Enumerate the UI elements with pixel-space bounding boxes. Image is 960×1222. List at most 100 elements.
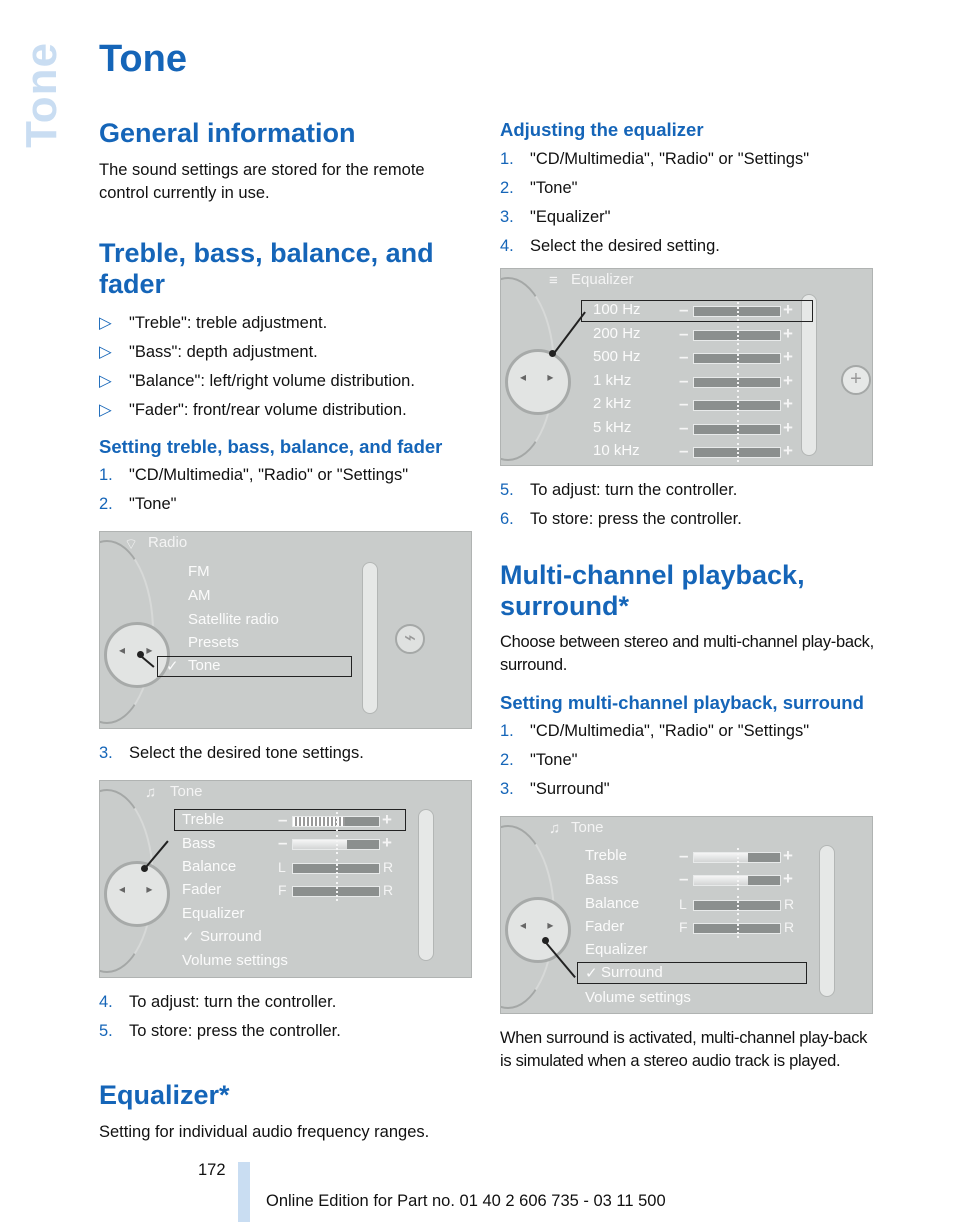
list-item: 5. To store: press the controller. xyxy=(99,1020,474,1042)
minus-icon: – xyxy=(278,810,288,829)
step-text: "Tone" xyxy=(530,179,578,197)
steps-list: 5.To adjust: turn the controller. 6.To s… xyxy=(500,479,875,530)
eq-band-slider xyxy=(693,443,781,462)
fader-front-label: F xyxy=(679,919,688,935)
heading-adjust-equalizer: Adjusting the equalizer xyxy=(500,119,704,140)
eq-band-slider xyxy=(693,325,781,345)
treble-slider xyxy=(693,848,781,867)
heading-multichannel: Multi-channel playback, surround* xyxy=(500,560,805,621)
heading-setting-multichannel: Setting multi-channel playback, surround xyxy=(500,692,864,713)
row-bass: Bass xyxy=(182,835,216,852)
left-column: General information The sound settings a… xyxy=(99,118,474,1144)
balance-right-label: R xyxy=(784,896,795,912)
minus-icon: – xyxy=(679,370,689,390)
row-volume: Volume settings xyxy=(585,989,691,1006)
multichannel-paragraph: Choose between stereo and multi-channel … xyxy=(500,633,874,674)
surround-menu-screenshot: ◂ ▸ ♫ Tone Treble Bass Balance Fader Equ… xyxy=(500,816,873,1014)
step-number: 4. xyxy=(500,237,514,255)
eq-band-label: 1 kHz xyxy=(593,371,632,389)
heading-general: General information xyxy=(99,118,356,148)
list-item: 6.To store: press the controller. xyxy=(500,508,875,530)
row-fader: Fader xyxy=(182,881,222,898)
plus-button-icon: + xyxy=(841,365,871,395)
fader-rear-label: R xyxy=(784,919,795,935)
tone-icon: ♫ xyxy=(549,820,561,837)
list-item: 1."CD/Multimedia", "Radio" or "Settings" xyxy=(500,720,875,742)
plus-icon: + xyxy=(783,323,793,343)
equalizer-paragraph: Setting for individual audio frequency r… xyxy=(99,1123,430,1141)
step-number: 1. xyxy=(99,466,113,484)
menu-item-am: AM xyxy=(188,587,211,604)
bass-slider xyxy=(693,871,781,890)
step-number: 3. xyxy=(500,208,514,226)
step-number: 5. xyxy=(99,1022,113,1040)
minus-icon: – xyxy=(679,846,689,865)
eq-band-label: 2 kHz xyxy=(593,395,632,412)
bullet-text: "Fader": front/rear volume distribution. xyxy=(129,401,407,419)
minus-icon: – xyxy=(679,417,689,437)
radio-menu-screenshot: ◂ ▸ ⌁ ⌔ Radio FM AM Satellite radio Pres… xyxy=(99,531,472,729)
treble-slider xyxy=(292,812,380,831)
step-text: To store: press the controller. xyxy=(129,1022,341,1040)
row-balance: Balance xyxy=(182,858,237,875)
fader-slider xyxy=(292,882,380,901)
plus-icon: + xyxy=(783,370,793,390)
step-text: "Tone" xyxy=(129,495,177,513)
screen-header: Tone xyxy=(170,783,203,800)
row-bass: Bass xyxy=(585,871,619,888)
row-equalizer: Equalizer xyxy=(585,941,648,958)
triangle-bullet-icon: ▷ xyxy=(99,372,112,390)
step-text: "CD/Multimedia", "Radio" or "Settings" xyxy=(530,150,810,168)
bullet-text: "Treble": treble adjustment. xyxy=(129,314,328,332)
steps-list: 1. "CD/Multimedia", "Radio" or "Settings"… xyxy=(99,464,474,515)
leader-line xyxy=(553,311,586,354)
list-item: ▷"Fader": front/rear volume distribution… xyxy=(99,399,474,421)
minus-icon: – xyxy=(679,300,689,319)
screen-header: Radio xyxy=(148,534,188,551)
antenna-icon: ⌔ xyxy=(124,536,139,553)
step-text: "CD/Multimedia", "Radio" or "Settings" xyxy=(129,466,409,484)
check-icon: ✓ xyxy=(166,658,179,675)
equalizer-icon: ≡ xyxy=(549,272,558,289)
fader-slider xyxy=(693,919,781,938)
row-fader: Fader xyxy=(585,918,625,935)
eq-band-slider xyxy=(693,372,781,392)
step-text: "Surround" xyxy=(530,780,610,798)
plus-icon: + xyxy=(783,846,793,865)
steps-list: 3.Select the desired tone settings. xyxy=(99,742,474,764)
eq-band-label: 200 Hz xyxy=(593,324,641,342)
general-paragraph: The sound settings are stored for the re… xyxy=(99,161,425,202)
step-number: 6. xyxy=(500,510,514,528)
list-item: 5.To adjust: turn the controller. xyxy=(500,479,875,501)
row-treble: Treble xyxy=(585,847,627,864)
selection-highlight xyxy=(577,962,807,984)
list-item: 3.Select the desired tone settings. xyxy=(99,742,474,764)
plus-icon: + xyxy=(783,869,793,888)
step-number: 2. xyxy=(99,495,113,513)
balance-slider xyxy=(693,896,781,915)
eq-band-slider xyxy=(693,396,781,415)
plus-icon: + xyxy=(783,417,793,437)
scroll-rail xyxy=(801,294,817,456)
eq-band-label: 500 Hz xyxy=(593,348,641,365)
scroll-rail xyxy=(819,845,835,997)
list-item: 4.Select the desired setting. xyxy=(500,235,875,257)
plus-icon: + xyxy=(382,810,392,829)
minus-icon: – xyxy=(679,441,689,460)
plus-icon: + xyxy=(382,833,392,852)
settings-bullet-list: ▷"Treble": treble adjustment. ▷"Bass": d… xyxy=(99,312,474,421)
minus-icon: – xyxy=(679,394,689,413)
bullet-text: "Balance": left/right volume distributio… xyxy=(129,372,415,390)
list-item: 3. "Equalizer" xyxy=(500,206,875,228)
page-title: Tone xyxy=(99,38,187,80)
plus-icon: + xyxy=(783,441,793,460)
row-balance: Balance xyxy=(585,895,640,912)
scroll-rail xyxy=(362,562,378,714)
steps-list: 1."CD/Multimedia", "Radio" or "Settings"… xyxy=(500,148,875,257)
list-item: 4.To adjust: turn the controller. xyxy=(99,991,474,1013)
tone-icon: ♫ xyxy=(145,784,157,801)
controller-dial: ◂ ▸ xyxy=(104,861,170,927)
step-number: 3. xyxy=(500,780,514,798)
step-number: 5. xyxy=(500,481,514,499)
step-text: "Equalizer" xyxy=(530,208,611,226)
